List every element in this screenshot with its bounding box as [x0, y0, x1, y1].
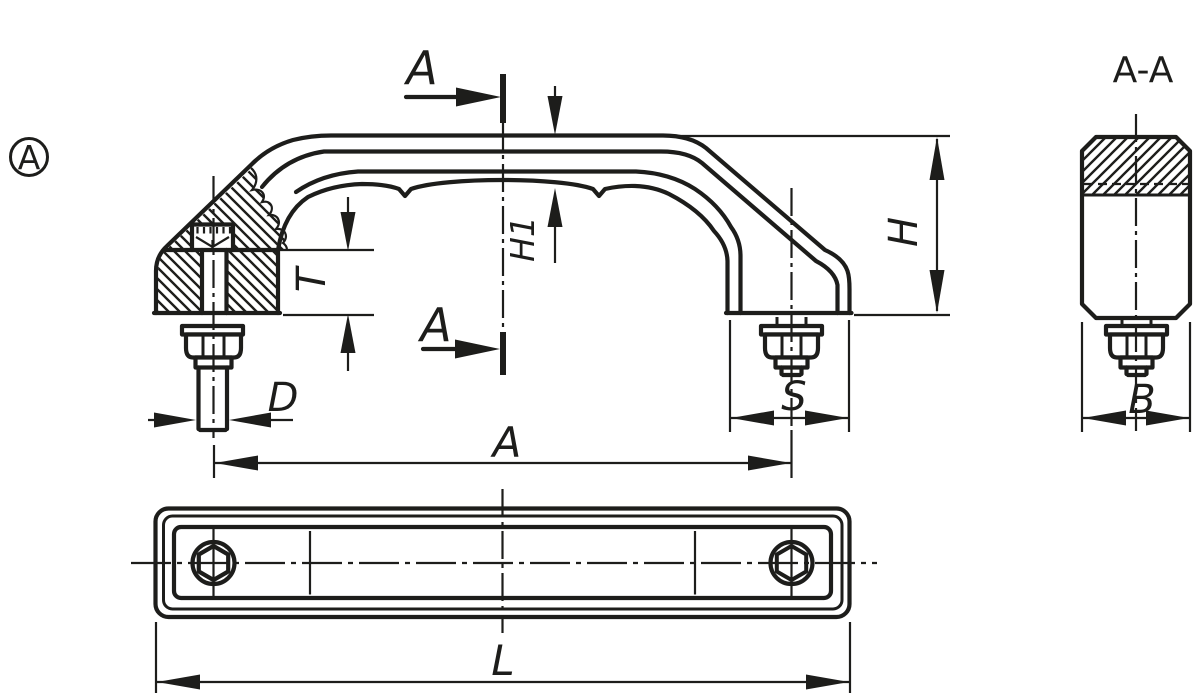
handle-inner-top-line: [259, 149, 840, 316]
section-label-top: A: [403, 41, 437, 95]
detail-marker-label: A: [18, 138, 41, 177]
section-view-title: A-A: [1113, 50, 1174, 91]
dim-label-H: H: [881, 217, 927, 247]
section-cut-markers: A A: [403, 41, 506, 375]
hatch-lower-left: [158, 250, 202, 312]
dim-label-T: T: [289, 264, 335, 292]
dim-A: A: [212, 418, 793, 478]
dim-label-L: L: [491, 636, 514, 685]
section-body-outline: [1079, 134, 1193, 321]
section-view-AA: A-A: [1079, 50, 1193, 431]
detail-marker-circle: [9, 137, 49, 177]
bottom-view: [131, 489, 877, 633]
dim-label-S: S: [781, 374, 806, 420]
handle-inner-bottom-line: [293, 169, 743, 316]
dimensions: H1 T H D A: [148, 86, 1192, 693]
grip-scallop-line: [275, 177, 730, 316]
handle-outer-profile: [153, 133, 852, 316]
dim-label-A: A: [490, 418, 522, 467]
section-arrow-top: A: [403, 41, 506, 123]
dim-H1: H1: [503, 86, 563, 263]
hatch-lower-right: [227, 250, 278, 312]
screw-shank: [199, 247, 229, 316]
dim-label-B: B: [1128, 377, 1155, 423]
dim-H: H: [678, 134, 950, 317]
front-view: [151, 80, 854, 438]
dim-L: L: [154, 622, 852, 693]
section-arrow-bottom: A: [417, 298, 506, 375]
dim-label-H1: H1: [503, 216, 542, 262]
dim-D: D: [148, 375, 298, 428]
dim-T: T: [280, 197, 374, 371]
dim-label-D: D: [268, 375, 299, 421]
dim-B: B: [1080, 322, 1192, 432]
break-line: [249, 167, 289, 251]
dim-S: S: [728, 320, 851, 432]
section-label-bottom: A: [417, 298, 451, 352]
left-foot-step: [163, 247, 281, 316]
detail-marker: A: [9, 137, 49, 177]
